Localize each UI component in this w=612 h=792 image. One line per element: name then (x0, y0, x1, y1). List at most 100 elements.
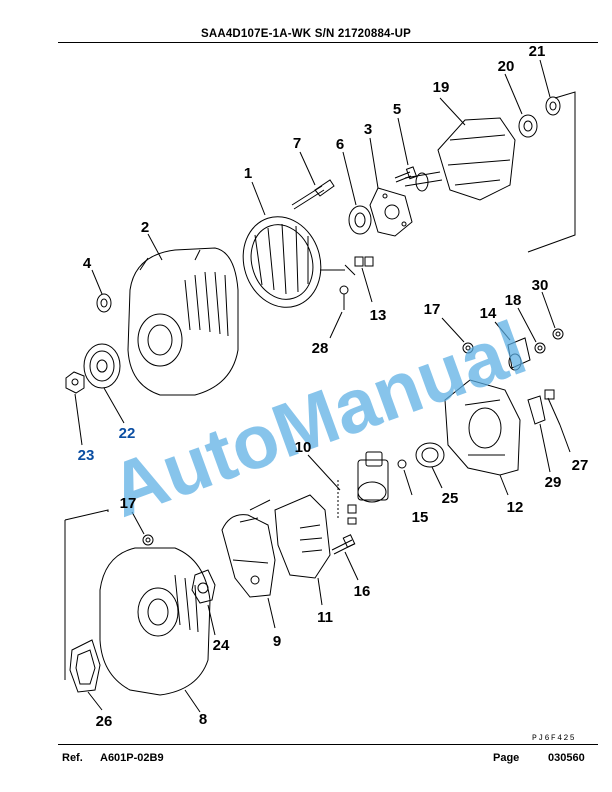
callout-4: 4 (83, 255, 92, 272)
regulator-part-10 (347, 451, 389, 525)
callout-2: 2 (141, 219, 149, 236)
leader-2 (147, 233, 163, 261)
callout-1: 1 (244, 165, 252, 182)
callout-27: 27 (572, 457, 589, 474)
washer-part-4 (96, 293, 112, 313)
ref-value: A601P-02B9 (100, 752, 164, 764)
callout-18: 18 (505, 292, 522, 309)
callout-17a: 17 (424, 301, 441, 318)
callout-17b: 17 (120, 495, 137, 512)
callout-25: 25 (442, 490, 459, 507)
clip-part-13 (354, 256, 374, 267)
callout-6: 6 (336, 136, 344, 153)
nut-part-17a (462, 342, 474, 354)
nut-part-23 (65, 371, 85, 394)
leader-30 (541, 291, 556, 329)
bolt-part-16 (331, 534, 356, 555)
callout-16: 16 (354, 583, 371, 600)
leader-16 (344, 551, 359, 581)
pulley-part-22 (83, 343, 121, 389)
callout-13: 13 (370, 307, 387, 324)
terminal-part-14 (507, 337, 531, 371)
bearing-part-6 (348, 205, 372, 235)
nut-part-17b (142, 534, 154, 546)
callout-19: 19 (433, 79, 450, 96)
rotor-part-19 (404, 117, 516, 201)
screw-part-15 (397, 459, 413, 496)
leader-19 (439, 97, 466, 126)
bracket-part-29 (527, 395, 546, 425)
callout-7: 7 (293, 135, 301, 152)
ref-label: Ref. (62, 752, 83, 764)
leader-11 (317, 577, 323, 606)
screw-part-5 (394, 166, 418, 183)
callout-3: 3 (364, 121, 372, 138)
leader-13 (361, 267, 373, 303)
callout-5: 5 (393, 101, 401, 118)
callout-14: 14 (480, 305, 497, 322)
bearing-part-20 (518, 114, 538, 138)
gasket-part-24 (191, 569, 216, 604)
callout-26: 26 (96, 713, 113, 730)
leader-3 (369, 137, 379, 189)
leader-20 (504, 73, 523, 115)
terminal-bolt-part-28 (339, 285, 349, 310)
leader-1 (251, 181, 266, 216)
plate-part-3 (369, 187, 413, 237)
leader-14 (494, 321, 511, 341)
leader-9 (267, 597, 276, 629)
bracket-line-right (527, 91, 576, 253)
callout-12: 12 (507, 499, 524, 516)
header-rule (58, 42, 598, 43)
leader-29 (539, 423, 551, 473)
callout-24: 24 (213, 637, 230, 654)
stud-bolt-part-7 (291, 179, 335, 210)
leader-4 (91, 269, 103, 295)
end-frame-part-12 (444, 379, 521, 476)
bolt-part-27 (544, 389, 561, 426)
cover-part-21 (545, 96, 561, 116)
stator-part-1 (242, 216, 356, 308)
callout-23: 23 (78, 447, 95, 464)
callout-29: 29 (545, 474, 562, 491)
callout-10: 10 (295, 439, 312, 456)
leader-22 (103, 387, 125, 424)
page-title: SAA4D107E-1A-WK S/N 21720884-UP (200, 28, 412, 40)
leader-25 (431, 466, 443, 489)
leader-17a (441, 317, 465, 343)
washer-part-18 (534, 342, 546, 354)
callout-20: 20 (498, 58, 515, 75)
leader-21 (539, 59, 551, 98)
footer-rule (58, 744, 598, 745)
leader-8 (184, 689, 201, 713)
callout-8: 8 (199, 711, 207, 728)
bracket-line-left-top (64, 509, 109, 521)
callout-9: 9 (273, 633, 281, 650)
bracket-line-10 (307, 454, 341, 491)
leader-12 (499, 474, 509, 496)
front-housing-part-2 (127, 247, 239, 396)
leader-27 (559, 424, 571, 453)
callout-22: 22 (119, 425, 136, 442)
leader-18 (517, 307, 537, 343)
leader-17b (131, 511, 145, 535)
rear-cover-part-11 (274, 494, 331, 579)
callout-11: 11 (317, 609, 333, 626)
leader-24 (207, 604, 216, 636)
callout-30: 30 (532, 277, 549, 294)
seal-part-26 (69, 639, 101, 693)
nut-part-30 (552, 328, 564, 340)
callout-28: 28 (312, 340, 329, 357)
rectifier-part-9 (221, 499, 276, 598)
leader-7 (299, 151, 316, 186)
leader-6 (342, 151, 357, 206)
callout-21: 21 (529, 43, 546, 60)
drawing-code: PJ6F425 (532, 734, 577, 743)
leader-5 (397, 117, 409, 166)
page-value: 030560 (548, 752, 585, 764)
holder-part-25 (415, 442, 445, 468)
leader-26 (87, 691, 103, 711)
leader-23 (74, 393, 83, 446)
